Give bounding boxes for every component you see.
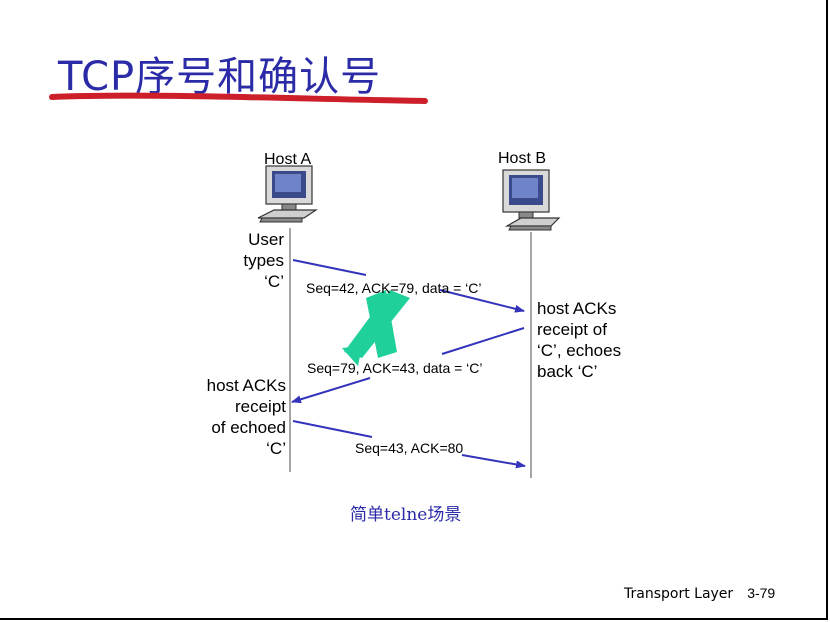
- note-line: ‘C’: [264, 272, 284, 291]
- note-line: host ACKs: [206, 376, 286, 395]
- message-arrow: [439, 289, 525, 313]
- page-number: 3-79: [747, 585, 776, 601]
- host-b-label: Host B: [498, 150, 547, 167]
- note-line: of echoed: [211, 418, 286, 437]
- host-a-ack-note: host ACKs receipt of echoed ‘C’: [190, 375, 286, 459]
- host-a-label: Host A: [264, 151, 312, 168]
- message-label: Seq=79, ACK=43, data = ‘C’: [307, 360, 483, 376]
- diagram-caption: 简单telne场景: [350, 505, 462, 525]
- slide-title: TCP序号和确认号: [58, 54, 382, 100]
- note-line: ‘C’, echoes: [537, 341, 622, 360]
- computer-icon: [502, 169, 561, 231]
- message-arrow: [292, 420, 373, 438]
- note-line: types: [243, 251, 284, 270]
- note-line: host ACKs: [537, 299, 617, 318]
- note-line: receipt of: [537, 320, 607, 339]
- message-arrow: [441, 327, 525, 355]
- host-b-ack-note: host ACKs receipt of ‘C’, echoes back ‘C…: [537, 298, 621, 382]
- message-arrow: [292, 259, 367, 276]
- message-arrow: [291, 377, 371, 404]
- message-label: Seq=42, ACK=79, data = ‘C’: [306, 280, 482, 296]
- title-underline: [49, 92, 428, 104]
- note-line: User: [248, 230, 284, 249]
- computer-icon: [257, 165, 318, 223]
- message-arrow: [461, 454, 526, 469]
- lost-packet-cross-icon: [342, 290, 410, 366]
- user-types-note: User types ‘C’: [224, 229, 284, 292]
- note-line: back ‘C’: [537, 362, 598, 381]
- note-line: receipt: [234, 397, 286, 416]
- note-line: ‘C’: [266, 439, 286, 458]
- slide-footer: Transport Layer 3-79: [624, 585, 775, 602]
- message-label: Seq=43, ACK=80: [355, 440, 464, 456]
- footer-section: Transport Layer: [624, 586, 734, 602]
